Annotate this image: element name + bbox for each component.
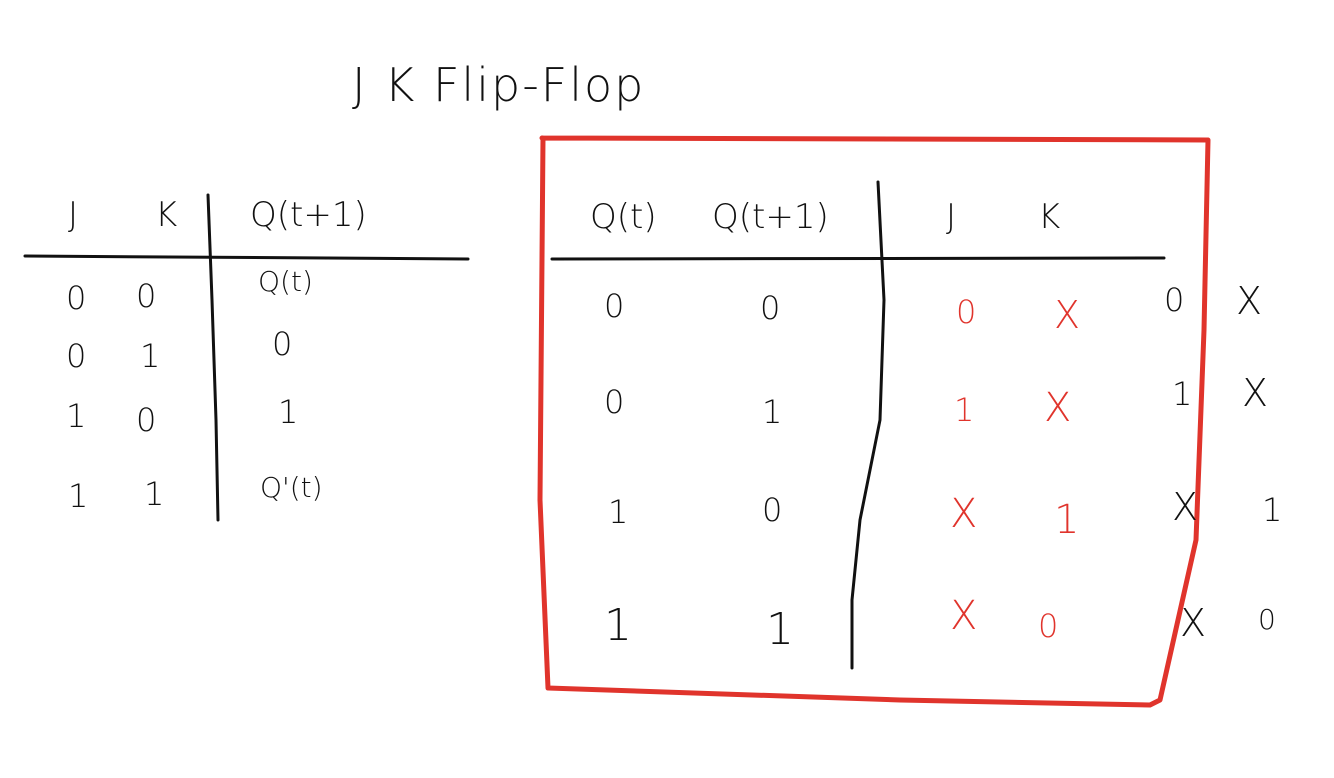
char-table-divider bbox=[206, 193, 220, 522]
exc-r4-qn: 1 bbox=[766, 604, 794, 655]
exc-r1-q: 0 bbox=[604, 287, 625, 325]
exc-r3-k: 1 bbox=[1054, 497, 1080, 543]
char-r1-j: 0 bbox=[66, 279, 87, 317]
excitation-header-rule bbox=[550, 256, 1166, 261]
exc-r2-q: 0 bbox=[604, 383, 625, 421]
char-r1-q: Q(t) bbox=[258, 265, 313, 298]
char-r4-q: Q'(t) bbox=[260, 471, 323, 504]
char-r3-q: 1 bbox=[278, 393, 299, 431]
char-header-q-next: Q(t+1) bbox=[250, 195, 367, 235]
char-r4-j: 1 bbox=[68, 477, 89, 515]
exc-r3-qn: 0 bbox=[762, 491, 783, 529]
char-r2-q: 0 bbox=[272, 325, 293, 363]
exc-r2-qn: 1 bbox=[762, 393, 783, 431]
exc-header-q-next: Q(t+1) bbox=[712, 197, 829, 237]
char-r3-j: 1 bbox=[66, 397, 87, 435]
side-r1-b: X bbox=[1236, 279, 1263, 323]
char-r3-k: 0 bbox=[136, 401, 157, 439]
excitation-divider bbox=[850, 180, 886, 670]
exc-header-j: J bbox=[946, 197, 957, 237]
excitation-highlight-box bbox=[537, 135, 1211, 708]
page-title: J K Flip-Flop bbox=[352, 58, 646, 112]
side-r2-b: X bbox=[1242, 371, 1269, 415]
char-r2-k: 1 bbox=[140, 337, 161, 375]
exc-r4-j: X bbox=[950, 593, 978, 639]
char-r2-j: 0 bbox=[66, 337, 87, 375]
char-header-j: J bbox=[68, 195, 79, 235]
exc-r3-q: 1 bbox=[608, 493, 629, 531]
exc-r3-j: X bbox=[950, 491, 978, 537]
exc-r1-qn: 0 bbox=[760, 289, 781, 327]
side-r1-a: 0 bbox=[1164, 281, 1185, 319]
side-r4-b: 0 bbox=[1258, 603, 1276, 636]
exc-r2-k: X bbox=[1044, 385, 1072, 431]
exc-r1-k: X bbox=[1054, 293, 1081, 337]
exc-r2-j: 1 bbox=[954, 391, 975, 429]
char-header-k: K bbox=[155, 195, 178, 235]
exc-r1-j: 0 bbox=[956, 293, 977, 331]
side-r2-a: 1 bbox=[1172, 375, 1193, 413]
exc-header-k: K bbox=[1038, 197, 1061, 237]
exc-r4-q: 1 bbox=[604, 600, 632, 651]
side-r3-a: X bbox=[1172, 485, 1199, 529]
char-table-header-rule bbox=[23, 254, 470, 261]
exc-header-q: Q(t) bbox=[590, 197, 657, 237]
char-r1-k: 0 bbox=[136, 277, 157, 315]
side-r3-b: 1 bbox=[1262, 491, 1283, 529]
char-r4-k: 1 bbox=[144, 475, 165, 513]
side-r4-a: X bbox=[1180, 601, 1207, 645]
exc-r4-k: 0 bbox=[1038, 607, 1059, 645]
